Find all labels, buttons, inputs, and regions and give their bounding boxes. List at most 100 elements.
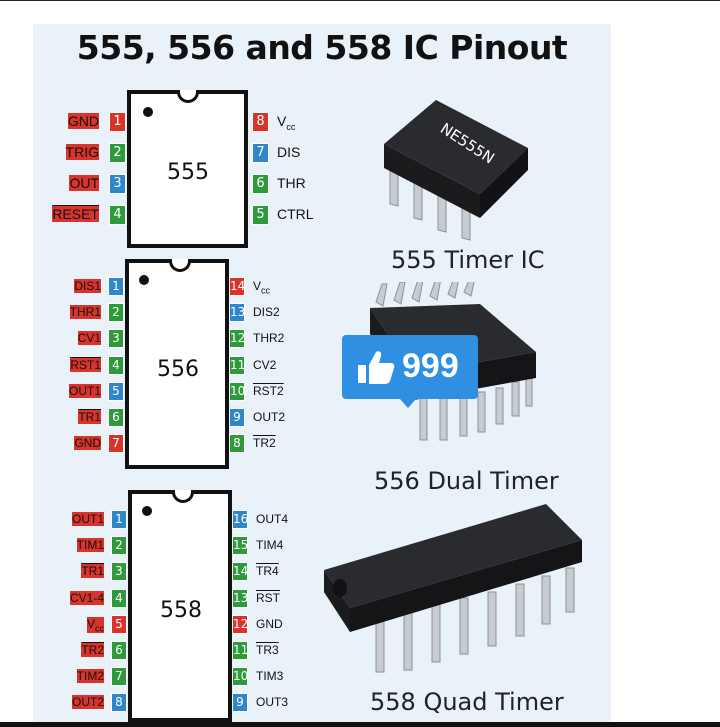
pin-10-label: TIM3 <box>256 669 284 684</box>
pin-14-label: Vcc <box>253 279 271 296</box>
package-leads <box>375 567 575 673</box>
pin-8-label: TR2 <box>253 436 276 451</box>
ic-555-package-illustration: NE555N <box>384 100 528 241</box>
pin-5-label: Vcc <box>86 616 104 634</box>
pin-1: 1 <box>109 112 126 132</box>
pin-1: 1 <box>108 277 124 296</box>
pin-3-label: TR1 <box>81 564 104 579</box>
pin-10: 10 <box>229 381 245 401</box>
ic-556-caption: 556 Dual Timer <box>374 467 559 495</box>
pin-1: 1 <box>111 510 127 529</box>
pin-13-label: DIS2 <box>253 305 280 320</box>
pin-7-label: DIS <box>277 144 301 160</box>
pin-7-label: GND <box>74 436 101 451</box>
pin1-dot <box>139 275 149 285</box>
pin-11: 11 <box>229 355 245 375</box>
pin-11-label: TR3 <box>256 643 279 657</box>
pin-8: 8 <box>111 693 127 713</box>
ic-555-body: 555 <box>127 90 248 248</box>
pin-8: 8 <box>229 434 245 454</box>
pin-8-label: OUT2 <box>71 695 104 710</box>
package-notch <box>333 579 347 597</box>
package-body-right <box>480 148 528 218</box>
pin-10: 10 <box>232 667 248 687</box>
pin-9-label: OUT3 <box>256 695 289 710</box>
pin-4-label: RST1 <box>70 357 101 372</box>
ic-555-caption: 555 Timer IC <box>391 246 545 274</box>
pin-3-label: OUT <box>69 175 99 191</box>
chip-notch <box>177 90 199 103</box>
pin-1-label: OUT1 <box>71 512 104 526</box>
pin-4-label: CV1-4 <box>69 590 104 605</box>
pin-14-label: TR4 <box>256 564 279 579</box>
bottom-border <box>0 722 720 727</box>
pin-16: 16 <box>232 510 248 529</box>
pin-2: 2 <box>109 143 126 163</box>
pin-6-label: TR2 <box>81 643 104 657</box>
pin-12: 12 <box>232 614 248 634</box>
pin-5-label: CTRL <box>277 206 314 222</box>
package-body-top <box>384 100 528 194</box>
pin-5-label: OUT1 <box>68 383 101 398</box>
chip-notch <box>172 490 194 503</box>
pin-12: 12 <box>229 329 245 349</box>
pin-5: 5 <box>108 381 124 401</box>
pin-13: 13 <box>229 303 245 323</box>
ic-558-body: 558 <box>128 490 232 722</box>
pin-7-label: TIM2 <box>76 669 104 684</box>
ic-558-label: 558 <box>160 598 202 623</box>
pin-7: 7 <box>111 667 127 687</box>
like-badge[interactable]: 999 <box>342 335 478 408</box>
pin-15-label: TIM4 <box>256 538 284 553</box>
pin-6: 6 <box>108 408 124 427</box>
pin-15: 15 <box>232 536 248 556</box>
pin-7: 7 <box>252 143 269 163</box>
pin-14: 14 <box>229 277 245 296</box>
pin-8: 8 <box>252 112 269 132</box>
pin-9-label: OUT2 <box>253 410 286 424</box>
pin1-dot <box>142 506 152 516</box>
pin-4: 4 <box>109 205 126 225</box>
pin1-dot <box>143 107 153 117</box>
thumbs-up-icon <box>358 351 395 384</box>
pin-3: 3 <box>108 329 124 349</box>
package-body-side <box>350 540 582 632</box>
package-body-top <box>324 504 582 608</box>
pin-2: 2 <box>111 536 127 556</box>
pin-5: 5 <box>252 205 269 225</box>
pin-11-label: CV2 <box>253 357 277 372</box>
pin-5: 5 <box>111 614 127 634</box>
package-body-left <box>324 570 350 632</box>
pin-9: 9 <box>229 408 245 427</box>
pin-4: 4 <box>111 588 127 608</box>
pin-8-label: Vcc <box>277 113 296 132</box>
pin-11: 11 <box>232 641 248 660</box>
pin-6: 6 <box>252 174 269 194</box>
pin-3: 3 <box>111 562 127 582</box>
pin-13: 13 <box>232 588 248 608</box>
package-body-side <box>384 144 480 218</box>
pin-10-label: RST2 <box>253 383 284 398</box>
top-border <box>0 0 720 1</box>
pin-7: 7 <box>108 434 124 454</box>
pin-6: 6 <box>111 641 127 660</box>
ic-558-caption: 558 Quad Timer <box>370 688 564 716</box>
pin-1-label: DIS1 <box>74 279 101 293</box>
pin-2-label: THR1 <box>69 305 101 320</box>
pin-12-label: THR2 <box>253 331 285 346</box>
pin-2: 2 <box>108 303 124 323</box>
pin-2-label: TRIG <box>65 144 99 160</box>
pin-3: 3 <box>109 174 126 194</box>
chip-notch <box>169 259 191 272</box>
ic-556-body: 556 <box>125 259 229 469</box>
pin-13-label: RST <box>256 590 280 605</box>
pin-3-label: CV1 <box>77 331 101 346</box>
pin-14: 14 <box>232 562 248 582</box>
like-count: 999 <box>402 347 459 385</box>
ic-556-label: 556 <box>157 357 199 382</box>
ic-555-label: 555 <box>167 160 209 185</box>
pin-4: 4 <box>108 355 124 375</box>
pin-2-label: TIM1 <box>76 538 104 553</box>
page-title: 555, 556 and 558 IC Pinout <box>76 28 568 67</box>
ic-558-package-illustration <box>324 504 582 673</box>
